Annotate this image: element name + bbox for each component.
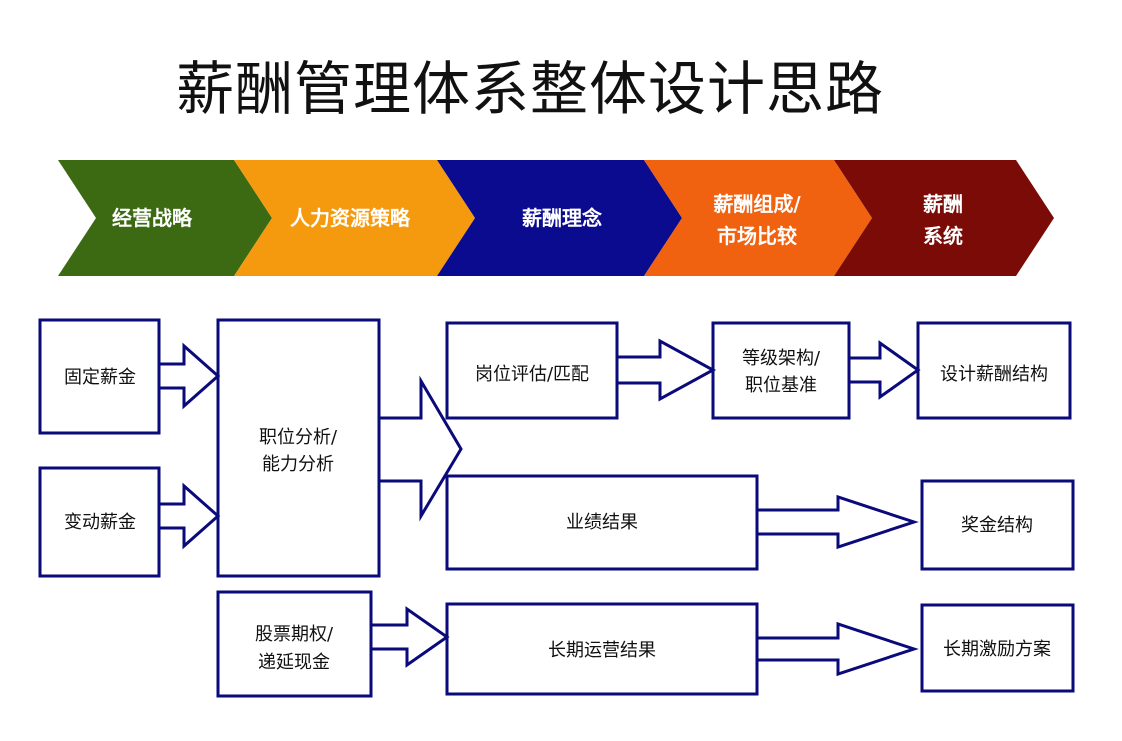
bonus-structure-label: 奖金结构 bbox=[961, 515, 1033, 536]
grade-structure-label-1: 等级架构/ bbox=[742, 348, 821, 369]
chevron-strategy bbox=[58, 160, 272, 276]
grade-structure-box bbox=[711, 321, 851, 420]
chevron-pay-composition bbox=[644, 160, 872, 276]
fixed-pay-arrow bbox=[157, 342, 221, 410]
job-evaluation-arrow bbox=[615, 338, 717, 402]
grade-structure-arrow bbox=[847, 340, 921, 400]
page-title: 薪酬管理体系整体设计思路 bbox=[175, 55, 884, 123]
fixed-pay-label: 固定薪金 bbox=[64, 367, 136, 388]
grade-structure-label-2: 职位基准 bbox=[745, 375, 817, 396]
chevron-pay-system-label-2: 系统 bbox=[923, 224, 963, 248]
variable-pay-box bbox=[38, 466, 161, 578]
stock-option-label-1: 股票期权/ bbox=[255, 624, 334, 645]
job-analysis-label-1: 职位分析/ bbox=[259, 427, 338, 448]
chevron-pay-system-label-1: 薪酬 bbox=[923, 192, 963, 216]
job-evaluation-box bbox=[445, 321, 619, 420]
variable-pay-label: 变动薪金 bbox=[64, 512, 136, 533]
chevron-hr-strategy-label: 人力资源策略 bbox=[290, 206, 411, 230]
stock-option-label-2: 递延现金 bbox=[258, 652, 330, 673]
chevron-hr-strategy bbox=[234, 160, 475, 276]
chevron-pay-concept bbox=[437, 160, 682, 276]
strategy-chevron-bar: 经营战略 人力资源策略 薪酬理念 薪酬组成/ 市场比较 薪酬 系统 bbox=[58, 160, 1054, 276]
chevron-pay-concept-label: 薪酬理念 bbox=[522, 206, 602, 230]
arrow-group bbox=[157, 338, 921, 677]
fixed-pay-box bbox=[38, 318, 161, 435]
job-analysis-label-2: 能力分析 bbox=[262, 454, 334, 475]
job-analysis-arrow bbox=[377, 375, 463, 522]
chevron-pay-system bbox=[834, 160, 1054, 276]
job-evaluation-label: 岗位评估/匹配 bbox=[475, 364, 589, 385]
variable-pay-arrow bbox=[157, 482, 221, 550]
box-group bbox=[38, 318, 1075, 698]
stock-option-arrow bbox=[369, 606, 450, 668]
bonus-structure-box bbox=[920, 479, 1075, 571]
long-term-results-box bbox=[445, 602, 759, 696]
chevron-pay-composition-label-2: 市场比较 bbox=[717, 224, 797, 248]
design-pay-structure-label: 设计薪酬结构 bbox=[940, 364, 1048, 385]
performance-arrow bbox=[755, 494, 919, 550]
long-term-incentive-box bbox=[920, 603, 1075, 693]
long-term-incentive-label: 长期激励方案 bbox=[943, 639, 1051, 660]
long-term-results-arrow bbox=[755, 621, 919, 677]
job-analysis-box bbox=[216, 318, 381, 578]
chevron-pay-composition-label-1: 薪酬组成/ bbox=[713, 192, 801, 216]
long-term-results-label: 长期运营结果 bbox=[548, 640, 656, 661]
design-pay-structure-box bbox=[916, 321, 1072, 420]
box-labels: 固定薪金 变动薪金 职位分析/ 能力分析 岗位评估/匹配 等级架构/ 职位基准 … bbox=[64, 348, 1051, 673]
chevron-strategy-label: 经营战略 bbox=[112, 206, 193, 230]
performance-results-label: 业绩结果 bbox=[566, 512, 638, 533]
